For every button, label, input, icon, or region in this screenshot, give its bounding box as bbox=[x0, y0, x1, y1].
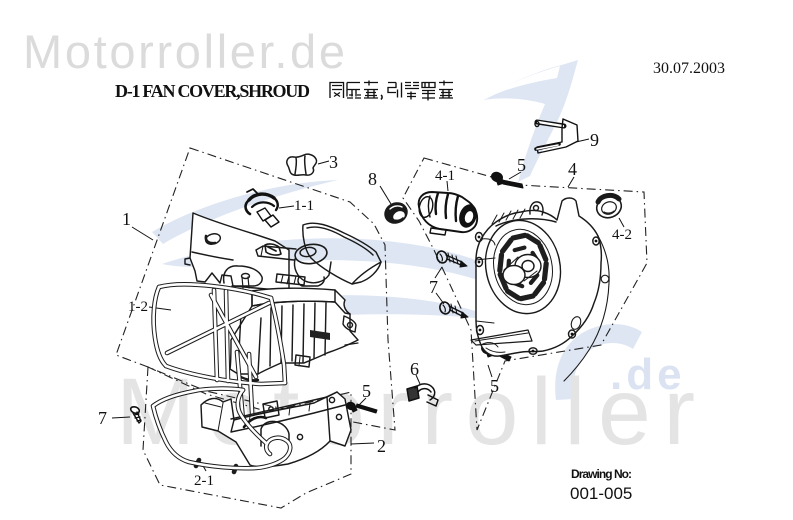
svg-text:4: 4 bbox=[568, 159, 577, 179]
svg-text:6: 6 bbox=[410, 359, 419, 379]
svg-text:001-005: 001-005 bbox=[570, 484, 632, 503]
svg-text:2: 2 bbox=[377, 436, 386, 456]
svg-text:5: 5 bbox=[517, 155, 526, 175]
svg-text:.de: .de bbox=[610, 350, 686, 399]
svg-text:Motorroller.de: Motorroller.de bbox=[23, 25, 345, 78]
svg-text:Drawing No:: Drawing No: bbox=[571, 467, 632, 481]
svg-text:2-1: 2-1 bbox=[194, 473, 214, 489]
svg-text:7: 7 bbox=[98, 408, 107, 428]
svg-text:5: 5 bbox=[490, 376, 499, 396]
svg-text:3: 3 bbox=[329, 152, 338, 172]
svg-text:5: 5 bbox=[362, 381, 371, 401]
svg-text:4-2: 4-2 bbox=[612, 227, 632, 243]
svg-text:8: 8 bbox=[368, 169, 377, 189]
svg-text:7: 7 bbox=[429, 277, 438, 297]
svg-text:9: 9 bbox=[590, 130, 599, 150]
svg-text:1-1: 1-1 bbox=[294, 198, 314, 214]
svg-text:1-2: 1-2 bbox=[128, 299, 148, 315]
svg-text:30.07.2003: 30.07.2003 bbox=[653, 60, 725, 77]
svg-text:1: 1 bbox=[122, 209, 131, 229]
svg-text:D-1 FAN COVER,SHROUD: D-1 FAN COVER,SHROUD bbox=[115, 81, 310, 101]
svg-text:4-1: 4-1 bbox=[435, 168, 455, 184]
